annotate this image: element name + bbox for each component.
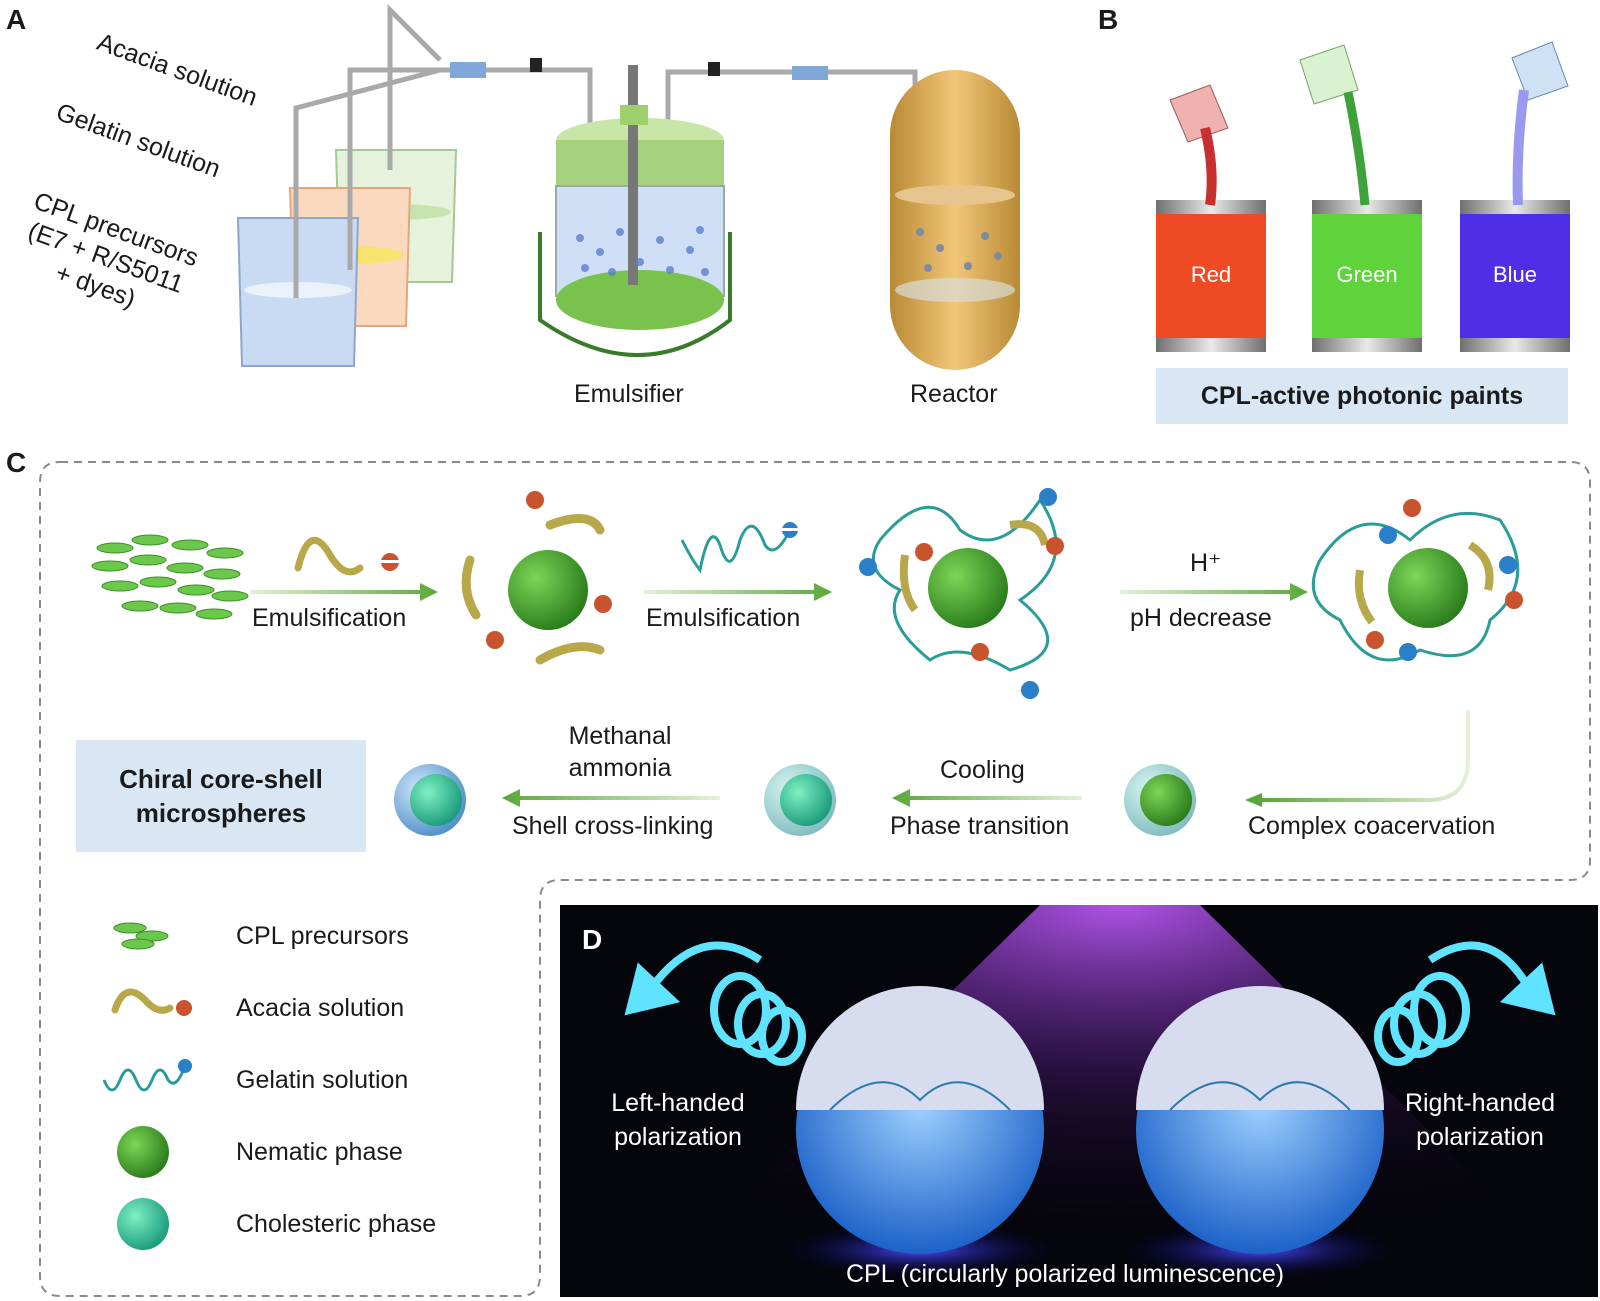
big-sphere-left xyxy=(796,986,1044,1254)
can-label-red: Red xyxy=(1190,262,1232,287)
pipes xyxy=(293,3,918,298)
stage2-droplet xyxy=(859,488,1064,699)
photonic-paints-caption: CPL-active photonic paints xyxy=(1156,368,1568,424)
legend-icon-precursors xyxy=(113,922,169,950)
legend-acacia: Acacia solution xyxy=(236,994,405,1022)
can-label-green: Green xyxy=(1336,262,1398,287)
step5-top-label: Cooling xyxy=(940,756,1025,784)
stage3-droplet xyxy=(1311,499,1523,662)
legend-precursors: CPL precursors xyxy=(236,922,409,950)
spiral-left xyxy=(624,941,806,1066)
panel-c-graphics xyxy=(39,461,1591,1297)
panel-a-graphics xyxy=(236,3,1020,370)
arrow-step5 xyxy=(892,789,1082,807)
coacervate-sphere xyxy=(1124,764,1196,836)
step5-bottom-label: Phase transition xyxy=(890,812,1070,840)
cholesteric-sphere xyxy=(764,764,836,836)
step4-label: Complex coacervation xyxy=(1248,812,1496,840)
panel-a-label: A xyxy=(6,4,27,35)
legend-cholesteric: Cholesteric phase xyxy=(236,1210,437,1238)
reactor-vessel xyxy=(890,70,1020,370)
panel-c-label: C xyxy=(6,447,27,478)
step6-line2: ammonia xyxy=(568,754,672,782)
legend-gelatin: Gelatin solution xyxy=(236,1066,409,1094)
panel-b-label: B xyxy=(1098,4,1119,35)
legend-nematic: Nematic phase xyxy=(236,1138,403,1166)
right-line1: Right-handed xyxy=(1404,1089,1556,1117)
right-polarization-label: Right-handed polarization xyxy=(1390,1086,1570,1154)
arrow-step4 xyxy=(1262,710,1470,802)
big-sphere-right xyxy=(1136,986,1384,1254)
panel-c-dashed-border xyxy=(39,461,1591,1297)
arrow-step6 xyxy=(502,789,720,807)
step6-bottom-label: Shell cross-linking xyxy=(512,812,714,840)
paint-can-red xyxy=(1156,84,1266,352)
crosslinked-sphere xyxy=(394,764,466,836)
spiral-right xyxy=(1374,941,1556,1066)
stage1-droplet xyxy=(461,491,612,665)
result-line2: microspheres xyxy=(135,798,307,828)
panel-d-graphics xyxy=(560,905,1598,1297)
legend-icon-acacia xyxy=(111,988,192,1016)
left-polarization-label: Left-handed polarization xyxy=(596,1086,760,1154)
left-line1: Left-handed xyxy=(611,1089,745,1117)
emulsifier-vessel xyxy=(538,65,732,357)
legend-icon-gelatin xyxy=(102,1059,192,1092)
emulsifier-bubbles xyxy=(576,226,709,276)
step3-top-label: H⁺ xyxy=(1190,549,1222,577)
step3-bottom-label: pH decrease xyxy=(1130,604,1272,632)
right-line2: polarization xyxy=(1416,1123,1544,1151)
paint-can-green xyxy=(1299,44,1422,352)
legend-icon-nematic xyxy=(117,1126,169,1178)
step2-label: Emulsification xyxy=(646,604,801,632)
arrow-step1 xyxy=(250,583,438,601)
arrow-step3 xyxy=(1120,583,1308,601)
reactor-bubbles xyxy=(916,228,1002,272)
legend-icon-cholesteric xyxy=(117,1198,169,1250)
paint-can-blue xyxy=(1460,41,1570,352)
reactor-label: Reactor xyxy=(910,380,998,408)
step6-top-label: Methanal ammonia xyxy=(540,720,700,784)
left-line2: polarization xyxy=(614,1123,742,1151)
panel-d-label: D xyxy=(582,924,603,955)
arrow-step2 xyxy=(644,583,832,601)
step6-line1: Methanal xyxy=(568,722,672,750)
step1-label: Emulsification xyxy=(252,604,407,632)
cpl-precursor-cluster xyxy=(91,534,249,620)
emulsifier-label: Emulsifier xyxy=(574,380,684,408)
can-label-blue: Blue xyxy=(1492,262,1538,287)
panel-b-graphics xyxy=(1156,41,1570,352)
cpl-caption: CPL (circularly polarized luminescence) xyxy=(846,1260,1285,1288)
result-line1: Chiral core-shell xyxy=(119,764,323,794)
result-box: Chiral core-shell microspheres xyxy=(76,740,366,852)
